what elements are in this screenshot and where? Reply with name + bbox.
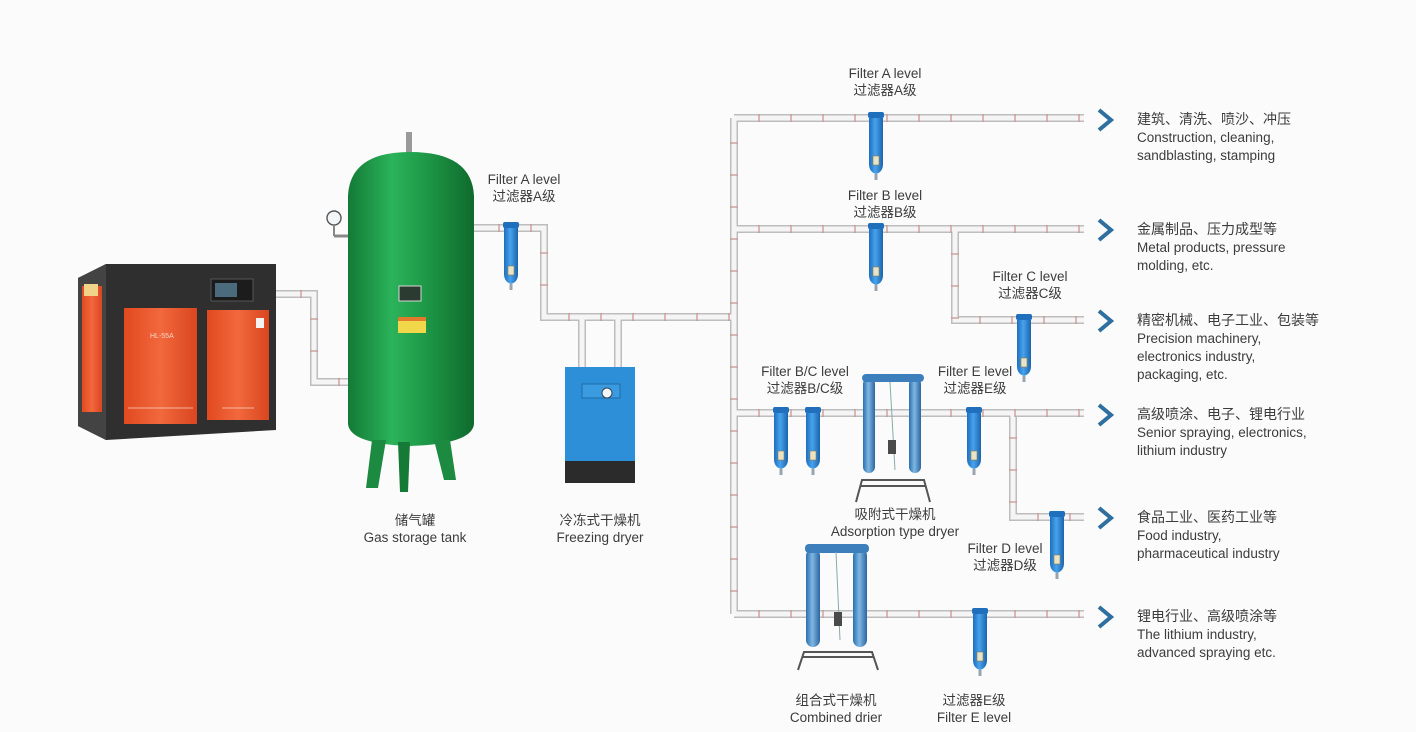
filter-line4-b [772, 407, 790, 476]
application-zh: 金属制品、压力成型等 [1137, 221, 1277, 237]
combined-drier-label: 组合式干燥机 Combined drier [776, 692, 896, 726]
chevron-right-icon [1097, 403, 1115, 427]
filter-label-zh: 过滤器C级 [998, 286, 1062, 301]
application-item: 金属制品、压力成型等 Metal products, pressure moldin… [1137, 220, 1286, 275]
freezing-dryer-label: 冷冻式干燥机 Freezing dryer [540, 512, 660, 546]
filter-line1-a [867, 112, 885, 181]
combined-drier-label-en: Combined drier [789, 710, 883, 725]
application-item: 食品工业、医药工业等 Food industry, pharmaceutical i… [1137, 508, 1280, 563]
combined-drier-unit [797, 544, 879, 671]
filter-line6-e-label: 过滤器E级 Filter E level [924, 692, 1024, 726]
filter-line4-bc-label: Filter B/C level 过滤器B/C级 [750, 363, 860, 397]
pressure-gauge-icon [326, 210, 342, 226]
filter-tank-a-label: Filter A level 过滤器A级 [474, 171, 574, 205]
filter-label-en: Filter E level [936, 710, 1012, 725]
freezing-dryer-label-en: Freezing dryer [556, 530, 644, 545]
gas-storage-tank [326, 132, 474, 492]
filter-label-en: Filter E level [937, 364, 1013, 379]
adsorption-dryer-label-zh: 吸附式干燥机 [854, 507, 936, 522]
application-en-line: molding, etc. [1137, 258, 1214, 273]
application-zh: 高级喷涂、电子、锂电行业 [1137, 406, 1305, 422]
filter-label-en: Filter B/C level [761, 364, 849, 379]
filter-label-zh: 过滤器A级 [492, 189, 556, 204]
filter-tank-a [502, 222, 520, 291]
filter-line6-e [971, 608, 989, 677]
application-zh: 锂电行业、高级喷涂等 [1137, 608, 1277, 624]
tank-label: 储气罐 Gas storage tank [360, 512, 470, 546]
filter-line3-c-label: Filter C level 过滤器C级 [980, 268, 1080, 302]
application-en-line: Construction, cleaning, [1137, 130, 1275, 145]
chevron-right-icon [1097, 108, 1115, 132]
pipe-line-5 [1009, 413, 1084, 521]
application-item: 建筑、清洗、喷沙、冲压 Construction, cleaning, sandbl… [1137, 110, 1291, 165]
application-en-line: pharmaceutical industry [1137, 546, 1280, 561]
filter-label-zh: 过滤器E级 [943, 381, 1007, 396]
filter-label-en: Filter D level [967, 541, 1043, 556]
application-en-line: lithium industry [1137, 443, 1228, 458]
combined-drier-label-zh: 组合式干燥机 [795, 693, 877, 708]
filter-line2-b [867, 223, 885, 292]
filter-label-zh: 过滤器B/C级 [766, 381, 844, 396]
application-en-line: Metal products, pressure [1137, 240, 1286, 255]
application-en-line: Senior spraying, electronics, [1137, 425, 1307, 440]
filter-label-en: Filter A level [848, 66, 922, 81]
application-item: 高级喷涂、电子、锂电行业 Senior spraying, electronics… [1137, 405, 1307, 460]
filter-label-en: Filter C level [992, 269, 1068, 284]
filter-label-zh: 过滤器E级 [942, 693, 1006, 708]
filter-line2-b-label: Filter B level 过滤器B级 [835, 187, 935, 221]
filter-line4-c [804, 407, 822, 476]
application-zh: 食品工业、医药工业等 [1137, 509, 1277, 525]
tank-label-zh: 储气罐 [394, 513, 436, 528]
application-en-line: electronics industry, [1137, 349, 1256, 364]
application-en-line: The lithium industry, [1137, 627, 1257, 642]
chevron-right-icon [1097, 506, 1115, 530]
filter-line5-d-label: Filter D level 过滤器D级 [955, 540, 1055, 574]
application-en-line: advanced spraying etc. [1137, 645, 1276, 660]
dryer-gauge-icon [601, 387, 613, 399]
filter-label-en: Filter A level [487, 172, 561, 187]
filter-label-zh: 过滤器A级 [853, 83, 917, 98]
filter-label-zh: 过滤器B级 [853, 205, 917, 220]
filter-line4-e-label: Filter E level 过滤器E级 [925, 363, 1025, 397]
filter-label-zh: 过滤器D级 [973, 558, 1037, 573]
chevron-right-icon [1097, 605, 1115, 629]
application-en-line: packaging, etc. [1137, 367, 1228, 382]
filter-label-en: Filter B level [847, 188, 923, 203]
screw-air-compressor: HL-55A [78, 264, 276, 440]
freezing-dryer-unit [565, 367, 635, 483]
application-item: 锂电行业、高级喷涂等 The lithium industry, advanced … [1137, 607, 1277, 662]
filter-line1-a-label: Filter A level 过滤器A级 [835, 65, 935, 99]
application-item: 精密机械、电子工业、包装等 Precision machinery, electro… [1137, 311, 1319, 384]
adsorption-dryer-label: 吸附式干燥机 Adsorption type dryer [820, 506, 970, 540]
application-en-line: Food industry, [1137, 528, 1222, 543]
compressor-model-text: HL-55A [150, 333, 174, 340]
application-en-line: Precision machinery, [1137, 331, 1262, 346]
pipe-dryer-branches [578, 317, 622, 367]
chevron-right-icon [1097, 309, 1115, 333]
application-en-line: sandblasting, stamping [1137, 148, 1276, 163]
adsorption-dryer-label-en: Adsorption type dryer [830, 524, 960, 539]
filter-line4-e [965, 407, 983, 476]
application-zh: 精密机械、电子工业、包装等 [1137, 312, 1319, 328]
freezing-dryer-label-zh: 冷冻式干燥机 [559, 513, 641, 528]
adsorption-dryer-unit [855, 374, 931, 503]
chevron-right-icon [1097, 218, 1115, 242]
application-zh: 建筑、清洗、喷沙、冲压 [1137, 111, 1291, 127]
tank-label-en: Gas storage tank [363, 530, 467, 545]
